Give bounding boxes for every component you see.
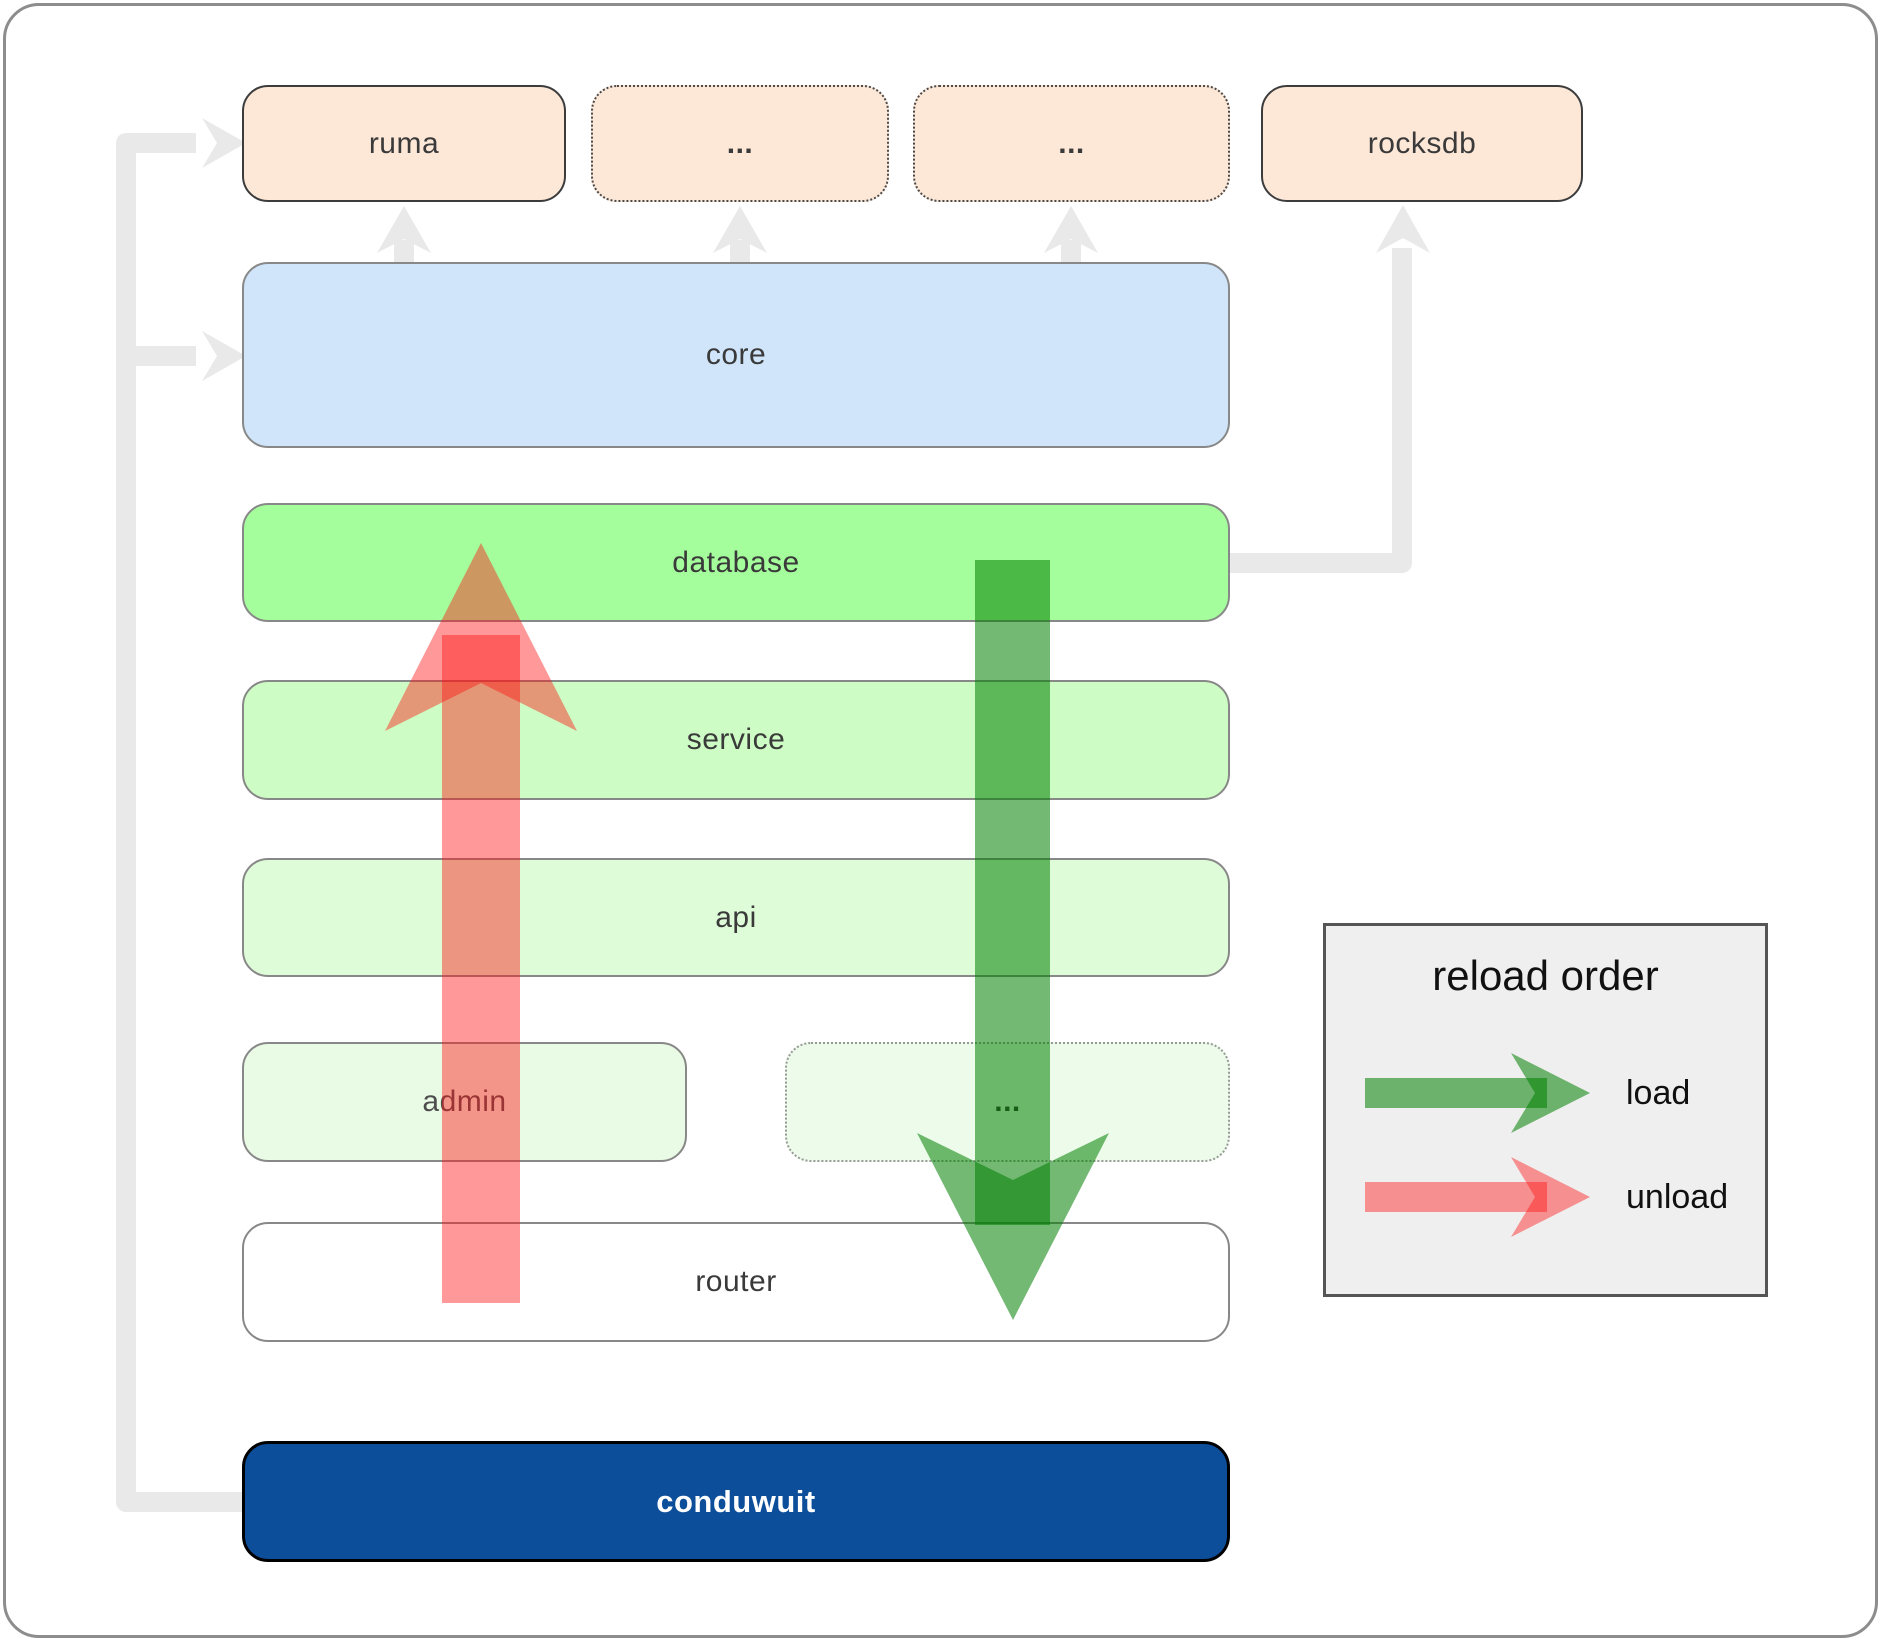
node-extra-3-label: ... [994,1085,1021,1118]
connector-core-to-top-row [377,206,1098,262]
node-service: service [242,680,1230,800]
node-ruma: ruma [242,85,566,202]
node-rocksdb-label: rocksdb [1367,126,1477,160]
node-core: core [242,262,1230,448]
node-extra-2: ... [913,85,1230,202]
node-core-label: core [705,338,767,371]
node-conduwuit-label: conduwuit [656,1483,816,1519]
node-router: router [242,1222,1230,1342]
node-router-label: router [695,1265,777,1298]
node-ruma-label: ruma [368,126,440,160]
node-service-label: service [686,723,786,756]
node-extra-3: ... [785,1042,1230,1162]
node-api-label: api [715,900,757,934]
node-conduwuit: conduwuit [242,1441,1230,1562]
node-rocksdb: rocksdb [1261,85,1583,202]
node-admin-label: admin [422,1085,507,1118]
node-admin: admin [242,1042,687,1162]
connector-conduwuit-trunk [116,118,246,1512]
legend-title: reload order [1432,952,1659,999]
legend-unload-label: unload [1626,1178,1729,1216]
node-extra-1-label: ... [726,126,754,160]
arrowhead-into-extra1 [713,206,767,253]
outer-frame [3,3,1878,1638]
node-database: database [242,503,1230,622]
arrowhead-into-ruma-top [377,206,431,253]
arrowhead-into-rocksdb [1376,205,1430,253]
arrowhead-into-core [202,331,246,381]
node-extra-1: ... [591,85,889,202]
legend: reload order load unload [1323,923,1768,1297]
legend-load-label: load [1626,1074,1691,1112]
node-database-label: database [672,545,800,579]
arrowhead-into-ruma [202,118,246,168]
arrowhead-into-extra2 [1044,206,1098,253]
legend-load-arrow-icon [1365,1053,1590,1133]
node-extra-2-label: ... [1058,126,1085,160]
connector-database-rocksdb [1230,205,1430,573]
node-api: api [242,858,1230,977]
legend-unload-arrow-icon [1365,1157,1590,1237]
